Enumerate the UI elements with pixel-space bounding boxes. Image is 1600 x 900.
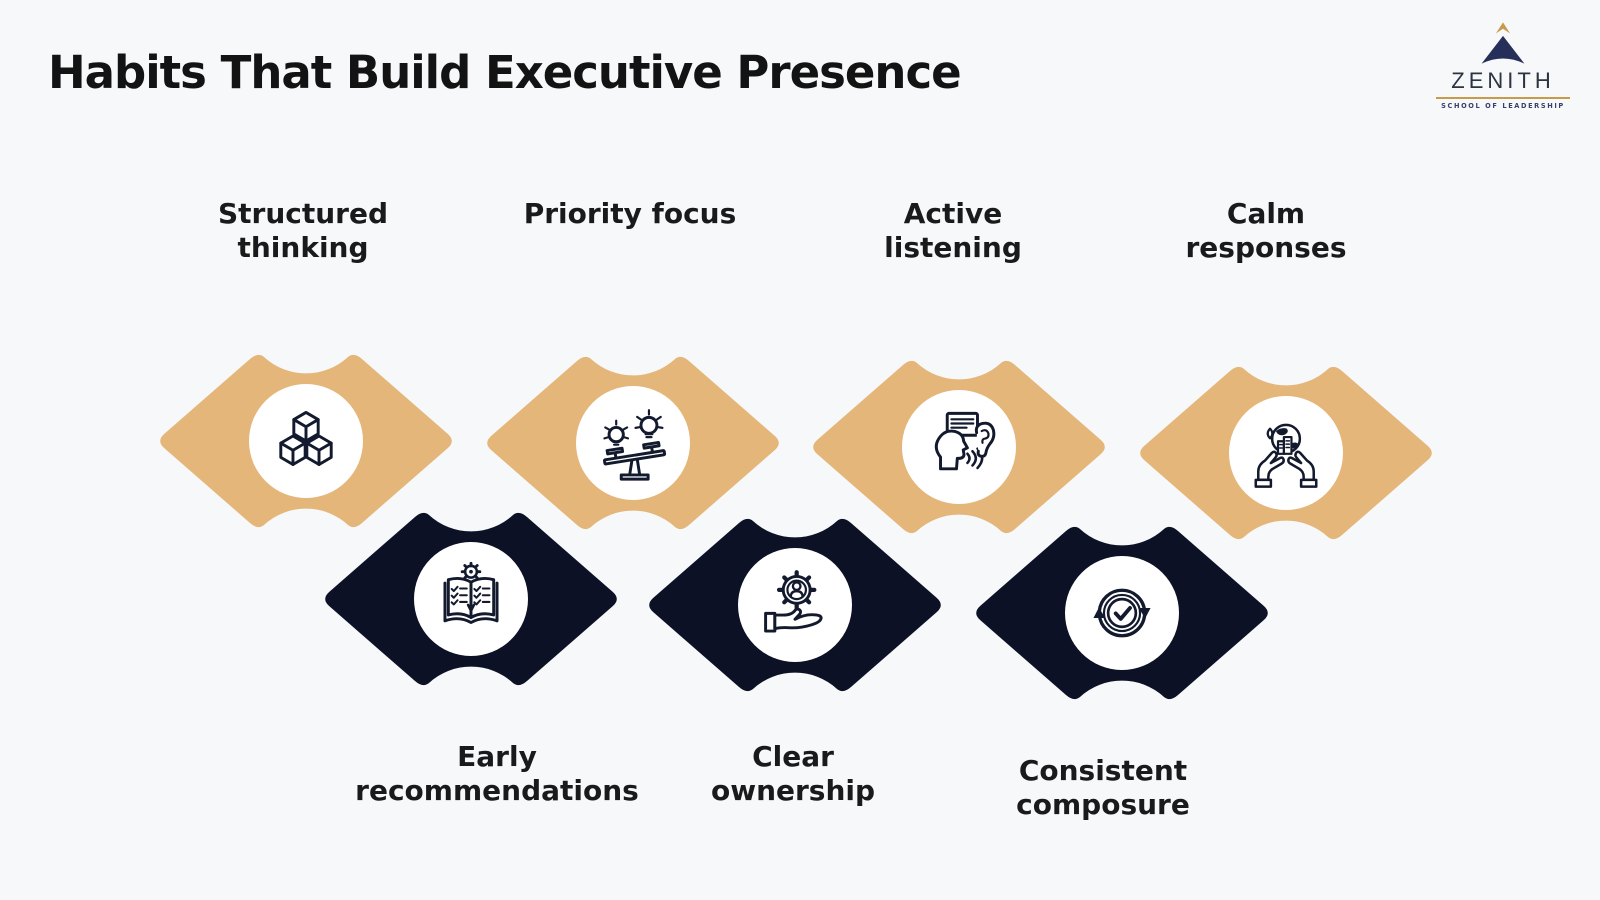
habit-card-clear-ownership (645, 494, 945, 716)
logo-tagline: SCHOOL OF LEADERSHIP (1441, 102, 1565, 110)
logo-gold-rule (1436, 97, 1570, 99)
cycle-check-icon (1093, 588, 1151, 638)
habit-card-structured-thinking (156, 330, 456, 552)
habit-card-calm-responses (1136, 342, 1436, 564)
logo-brand-text: ZENITH (1451, 68, 1555, 93)
hand-gear-icon (764, 570, 823, 633)
icon-circle (576, 386, 690, 500)
mountain-logo-icon (1481, 22, 1525, 64)
icon-circle (1065, 556, 1179, 670)
hands-globe-icon (1254, 423, 1318, 488)
habit-card-early-recommendations (321, 488, 621, 710)
label-priority-focus: Priority focus (523, 197, 737, 230)
page-title: Habits That Build Executive Presence (48, 46, 962, 99)
book-gear-icon (443, 561, 499, 624)
speaking-ear-icon (934, 411, 996, 471)
cubes-icon (279, 410, 333, 466)
balance-bulbs-icon (603, 409, 667, 481)
habit-card-consistent-composure (972, 502, 1272, 724)
habit-card-priority-focus (483, 332, 783, 554)
habit-card-active-listening (809, 336, 1109, 558)
zenith-logo: ZENITH SCHOOL OF LEADERSHIP (1434, 20, 1572, 110)
